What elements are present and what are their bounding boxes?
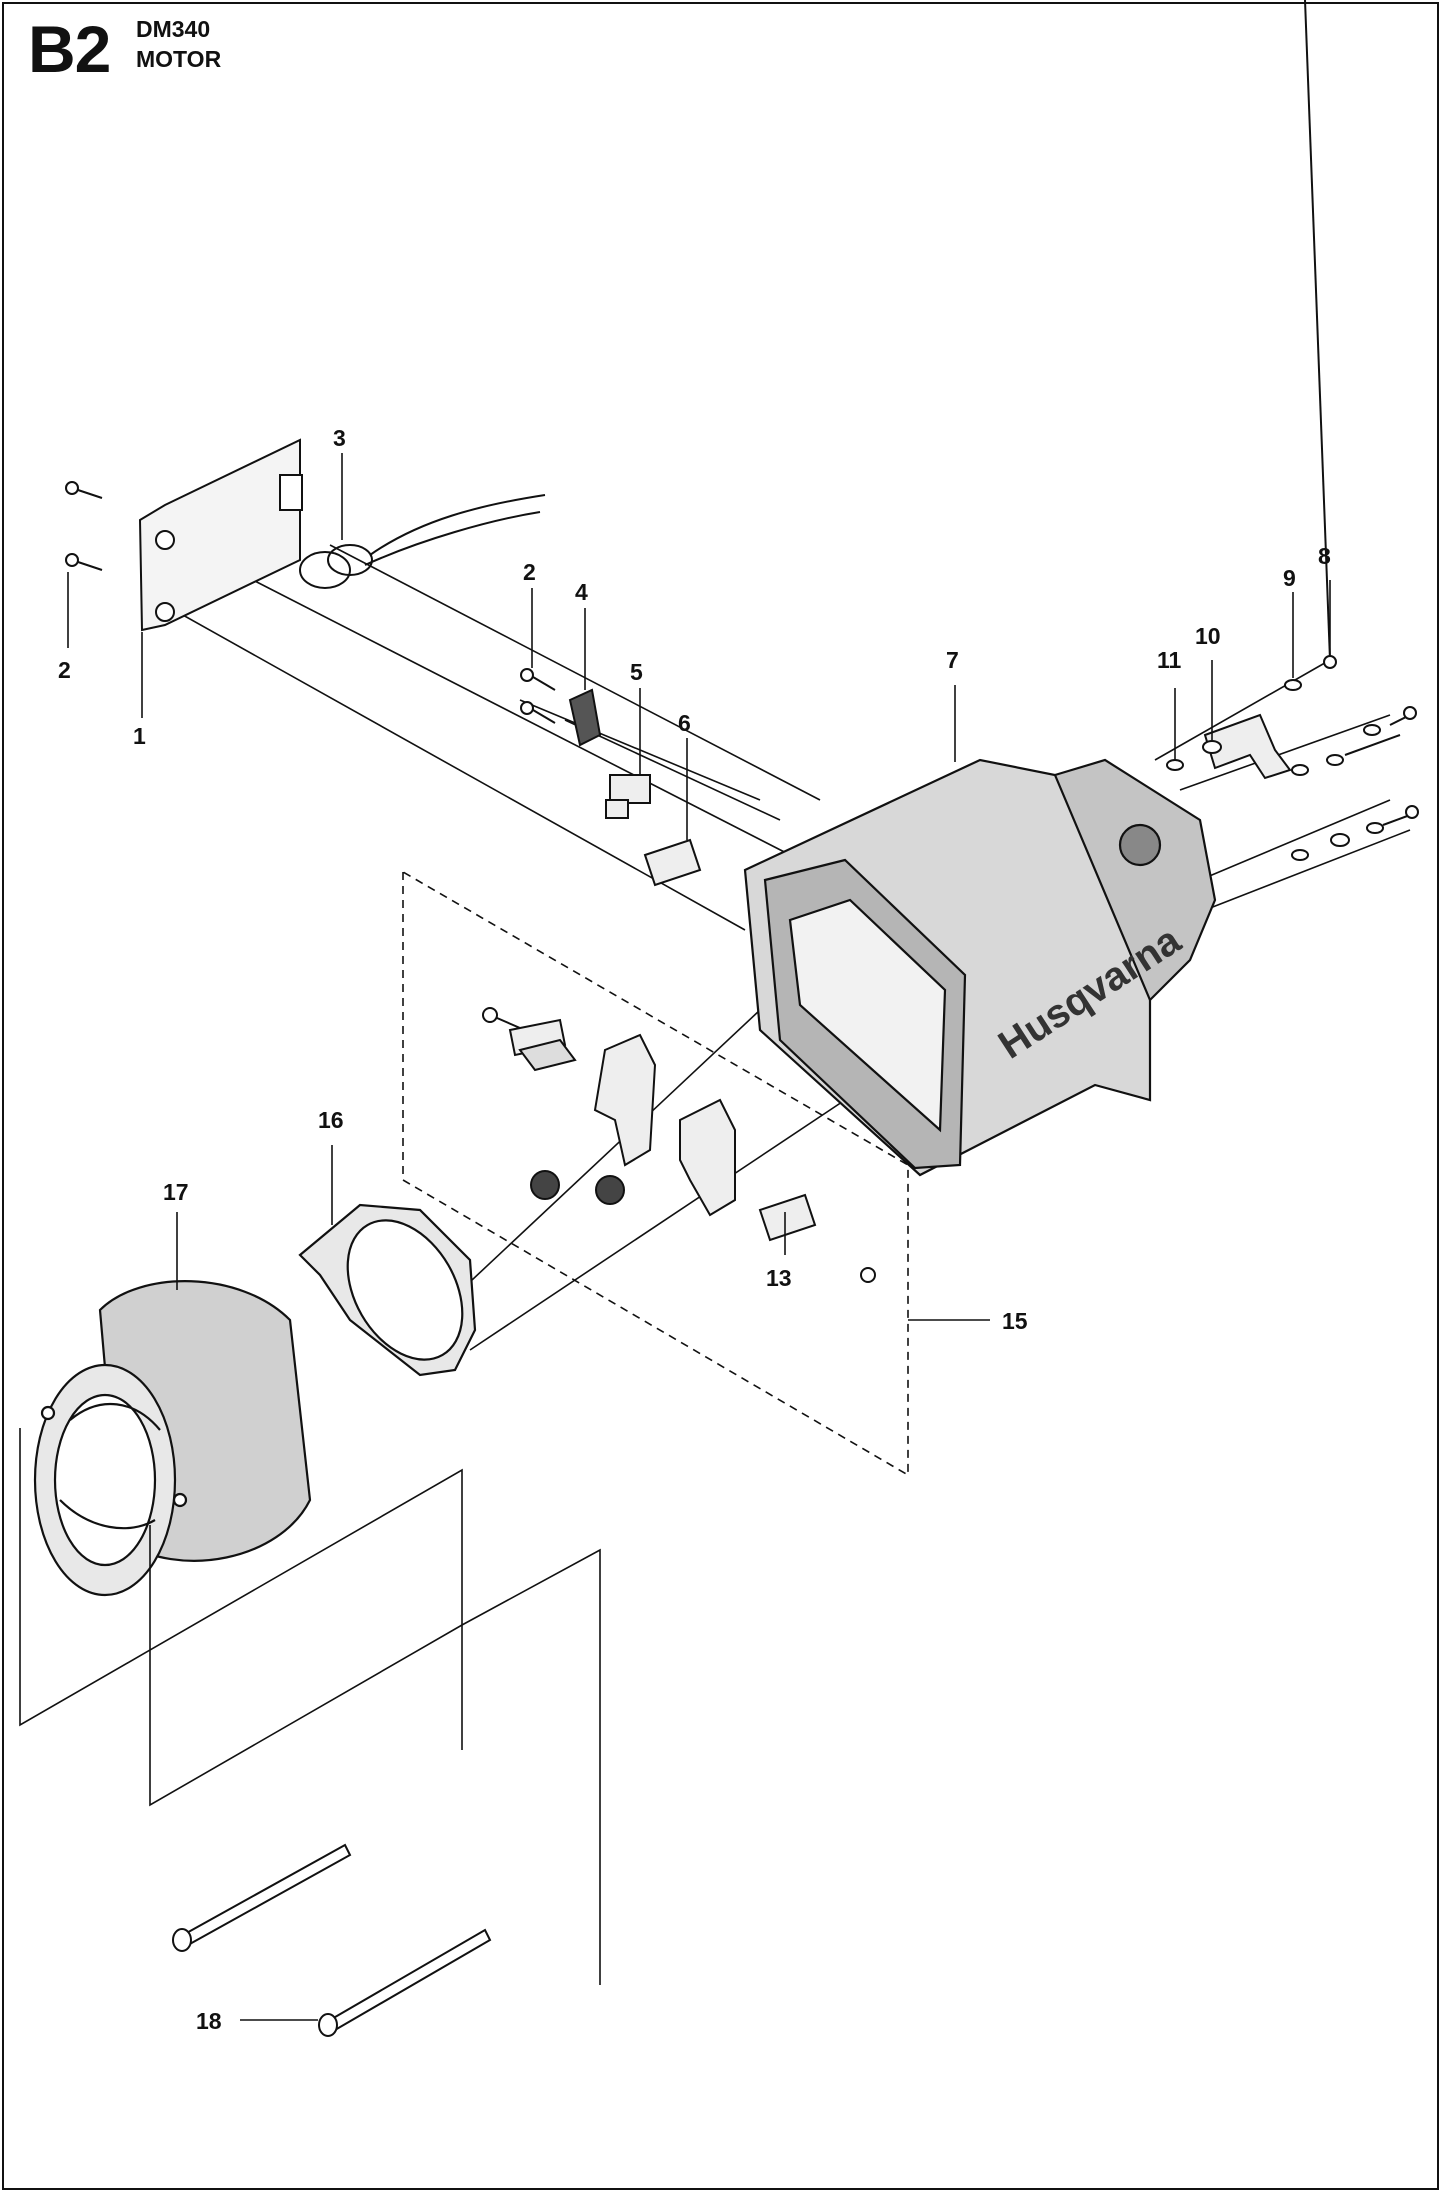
part-label-8: 8 [1318,543,1331,569]
cover-screw-icon [65,481,103,571]
part-label-4: 4 [575,579,588,605]
cable-harness [299,494,546,589]
part-label-10: 10 [1195,623,1221,649]
part-label-13: 13 [766,1265,792,1291]
right-fasteners [1166,0,1419,861]
part-label-18: 18 [196,2008,222,2034]
part-label-15: 15 [1002,1308,1028,1334]
end-cover-plate [138,438,303,632]
part-label-1: 1 [133,723,146,749]
brush-ring [298,1203,477,1377]
section-code: B2 [28,12,111,86]
part-label-17: 17 [163,1179,189,1205]
part-label-7: 7 [946,647,959,673]
page-title: MOTOR [136,46,222,72]
brush-holder-assembly [482,1007,876,1283]
through-bolt [172,1843,492,2037]
model-number: DM340 [136,16,211,42]
capacitor [643,838,702,887]
part-label-2-left: 2 [58,657,71,683]
bolt-guide-lines [19,1428,601,1985]
part-labels: 1 2 2 3 4 5 6 7 8 9 10 11 13 15 16 17 18 [58,425,1331,2034]
stator [33,1280,312,1597]
part-label-9: 9 [1283,565,1296,591]
part-label-2-middle: 2 [523,559,536,585]
switch [605,774,651,819]
part-label-5: 5 [630,659,643,685]
leader-lines [67,453,1331,2021]
part-label-16: 16 [318,1107,344,1133]
part-label-11: 11 [1157,647,1182,673]
motor-housing [743,758,1217,1177]
clamp-screw-icon [520,668,556,724]
cable-clamp [568,688,602,747]
part-label-3: 3 [333,425,346,451]
part-label-6: 6 [678,710,691,736]
